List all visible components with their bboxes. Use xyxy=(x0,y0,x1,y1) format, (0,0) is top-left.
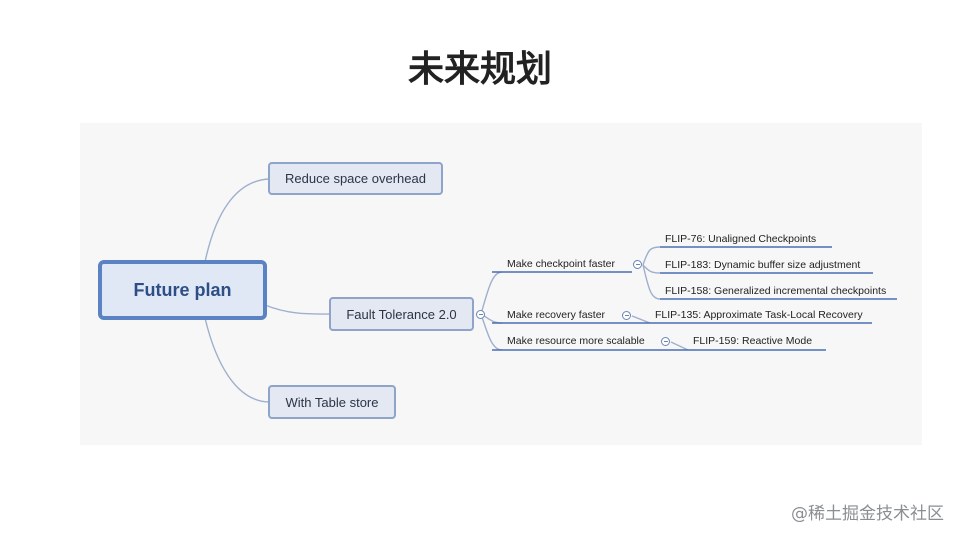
leaf-flip-76[interactable]: FLIP-76: Unaligned Checkpoints xyxy=(665,233,817,245)
branch-fault-tolerance[interactable]: Fault Tolerance 2.0 xyxy=(329,297,474,331)
edge-recovery-flip135 xyxy=(631,315,651,324)
edge-resource-flip159 xyxy=(670,341,689,351)
leaf-flip-183[interactable]: FLIP-183: Dynamic buffer size adjustment xyxy=(665,259,861,271)
edge-root-reduce xyxy=(204,178,271,263)
edge-ft-resource xyxy=(480,313,503,351)
edge-root-ft xyxy=(264,304,331,315)
edge-root-table xyxy=(204,317,271,403)
subtopic-recovery-faster[interactable]: Make recovery faster xyxy=(507,309,606,321)
slide-title: 未来规划 xyxy=(407,49,552,90)
collapse-checkpoint-icon[interactable] xyxy=(633,260,642,269)
collapse-resource-icon[interactable] xyxy=(661,337,670,346)
leaf-flip-158[interactable]: FLIP-158: Generalized incremental checkp… xyxy=(665,285,887,297)
collapse-fault-tolerance-icon[interactable] xyxy=(476,310,485,319)
root-node[interactable]: Future plan xyxy=(98,260,267,320)
collapse-recovery-icon[interactable] xyxy=(622,311,631,320)
leaf-flip-135[interactable]: FLIP-135: Approximate Task-Local Recover… xyxy=(655,309,863,321)
edge-checkpoint-flip158 xyxy=(642,264,661,300)
edge-ft-checkpoint xyxy=(480,271,503,315)
edge-checkpoint-flip76 xyxy=(642,246,661,266)
watermark: @稀土掘金技术社区 xyxy=(791,504,944,524)
branch-reduce-space[interactable]: Reduce space overhead xyxy=(268,162,443,195)
subtopic-checkpoint-faster[interactable]: Make checkpoint faster xyxy=(507,258,615,270)
branch-table-store[interactable]: With Table store xyxy=(268,385,396,419)
subtopic-resource-scalable[interactable]: Make resource more scalable xyxy=(507,335,645,347)
leaf-flip-159[interactable]: FLIP-159: Reactive Mode xyxy=(693,335,813,347)
edge-checkpoint-flip183 xyxy=(642,264,661,274)
